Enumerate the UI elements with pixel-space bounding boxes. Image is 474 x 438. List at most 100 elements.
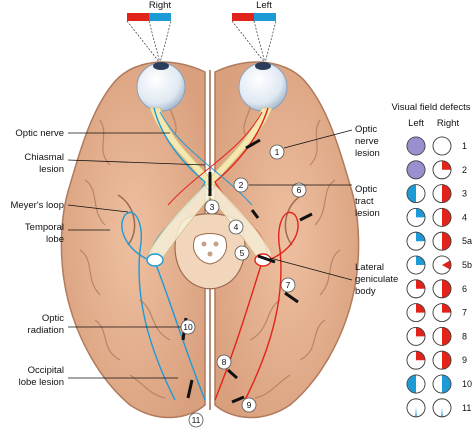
defect-outline bbox=[432, 279, 452, 299]
lesion-9 bbox=[231, 395, 245, 404]
defect-row-label: 6 bbox=[462, 284, 467, 294]
red-meyers-loop bbox=[244, 211, 299, 401]
defect-outline bbox=[432, 326, 452, 346]
defect-shading bbox=[416, 256, 425, 265]
defect-outline bbox=[406, 326, 426, 346]
defect-shading bbox=[415, 407, 417, 417]
defect-shading bbox=[406, 137, 425, 155]
defect-outline bbox=[432, 207, 452, 227]
defect-outline bbox=[432, 136, 452, 156]
defect-outline bbox=[406, 303, 426, 323]
left-field-blue-bar bbox=[254, 13, 276, 21]
left-temporal-sulcus bbox=[284, 194, 303, 246]
defect-row-label: 4 bbox=[462, 212, 467, 222]
defects-title: Visual field defects bbox=[391, 102, 470, 113]
label-lgb-3: body bbox=[355, 286, 376, 297]
defect-row-label: 1 bbox=[462, 141, 467, 151]
defects-col-left: Left bbox=[408, 118, 424, 129]
defect-outline bbox=[406, 136, 426, 156]
defect-outline bbox=[432, 374, 452, 394]
marker-9: 9 bbox=[247, 400, 252, 410]
marker-5: 5 bbox=[240, 248, 245, 258]
lesion-5 bbox=[257, 254, 276, 264]
midbrain-center bbox=[193, 233, 227, 265]
label-temporal-2: lobe bbox=[46, 234, 64, 245]
marker-3: 3 bbox=[210, 202, 215, 212]
defects-col-right: Right bbox=[437, 118, 460, 129]
label-chiasmal-1: Chiasmal bbox=[24, 152, 64, 163]
defect-row-label: 11 bbox=[462, 403, 471, 413]
left-eye bbox=[238, 62, 288, 112]
label-onl-2: nerve bbox=[355, 136, 379, 147]
midbrain-dot-3 bbox=[207, 251, 213, 257]
gyri bbox=[79, 94, 341, 399]
label-onl-1: Optic bbox=[355, 124, 377, 135]
defect-outline bbox=[406, 279, 426, 299]
label-radiation-1: Optic bbox=[42, 313, 64, 324]
defect-shading bbox=[442, 232, 451, 251]
label-otl-3: lesion bbox=[355, 208, 380, 219]
right-temporal-sulcus bbox=[117, 194, 136, 246]
defect-outline bbox=[432, 231, 452, 251]
lesion-11 bbox=[186, 379, 194, 399]
marker-8: 8 bbox=[222, 357, 227, 367]
midbrain-dot-2 bbox=[213, 241, 219, 247]
leader-lines bbox=[67, 129, 353, 379]
defect-outline bbox=[406, 255, 426, 275]
marker-7: 7 bbox=[286, 280, 291, 290]
defect-shading bbox=[416, 208, 425, 218]
defect-outline bbox=[432, 160, 452, 180]
lesion-1 bbox=[245, 138, 261, 150]
defect-shading bbox=[407, 184, 416, 203]
defect-row-label: 8 bbox=[462, 331, 467, 341]
label-temporal-1: Temporal bbox=[25, 222, 64, 233]
label-meyers-loop: Meyer's loop bbox=[10, 200, 64, 211]
defect-shading bbox=[442, 303, 451, 313]
left-eyeball bbox=[238, 62, 288, 112]
defect-row-label: 10 bbox=[462, 379, 472, 389]
left-hemisphere bbox=[214, 61, 360, 419]
defect-shading bbox=[442, 260, 451, 270]
lesion-6 bbox=[299, 212, 313, 222]
defect-outline bbox=[406, 398, 426, 418]
right-field-cone bbox=[126, 20, 172, 64]
defect-shading bbox=[442, 208, 451, 227]
defect-row-label: 5a bbox=[462, 236, 472, 246]
defect-outline bbox=[406, 350, 426, 370]
defect-outline bbox=[406, 160, 426, 180]
left-field-cone bbox=[231, 20, 277, 64]
label-chiasmal-2: lesion bbox=[39, 164, 64, 175]
right-eye-field bbox=[126, 13, 172, 64]
defect-row-label: 5b bbox=[462, 260, 472, 270]
defects-panel: Visual field defects Left Right 12345a5b… bbox=[391, 102, 472, 418]
defect-shading bbox=[442, 279, 451, 298]
right-pupil bbox=[153, 62, 169, 70]
right-eyeball bbox=[136, 62, 186, 112]
defect-shading bbox=[442, 327, 451, 346]
defect-shading bbox=[416, 303, 425, 313]
left-field-red-bar bbox=[232, 13, 254, 21]
right-lgb bbox=[146, 253, 164, 267]
label-radiation-2: radiation bbox=[28, 325, 64, 336]
marker-4: 4 bbox=[234, 222, 239, 232]
defect-row-label: 9 bbox=[462, 355, 467, 365]
defect-outline bbox=[406, 374, 426, 394]
right-eye bbox=[136, 62, 186, 112]
brain bbox=[60, 61, 360, 419]
label-otl-1: Optic bbox=[355, 184, 377, 195]
lesion-4 bbox=[250, 209, 260, 219]
label-lgb-2: geniculate bbox=[355, 274, 398, 285]
marker-10: 10 bbox=[183, 322, 193, 332]
defect-shading bbox=[441, 407, 443, 417]
right-field-red-bar bbox=[127, 13, 149, 21]
defect-shading bbox=[406, 160, 425, 179]
defect-shading bbox=[442, 351, 451, 370]
left-eye-label: Left bbox=[256, 0, 272, 11]
lesion-markers: 1 2 3 4 5 6 7 8 9 10 11 bbox=[180, 144, 307, 428]
label-occipital-1: Occipital bbox=[28, 365, 64, 376]
defect-shading bbox=[416, 327, 425, 337]
marker-1: 1 bbox=[275, 147, 280, 157]
